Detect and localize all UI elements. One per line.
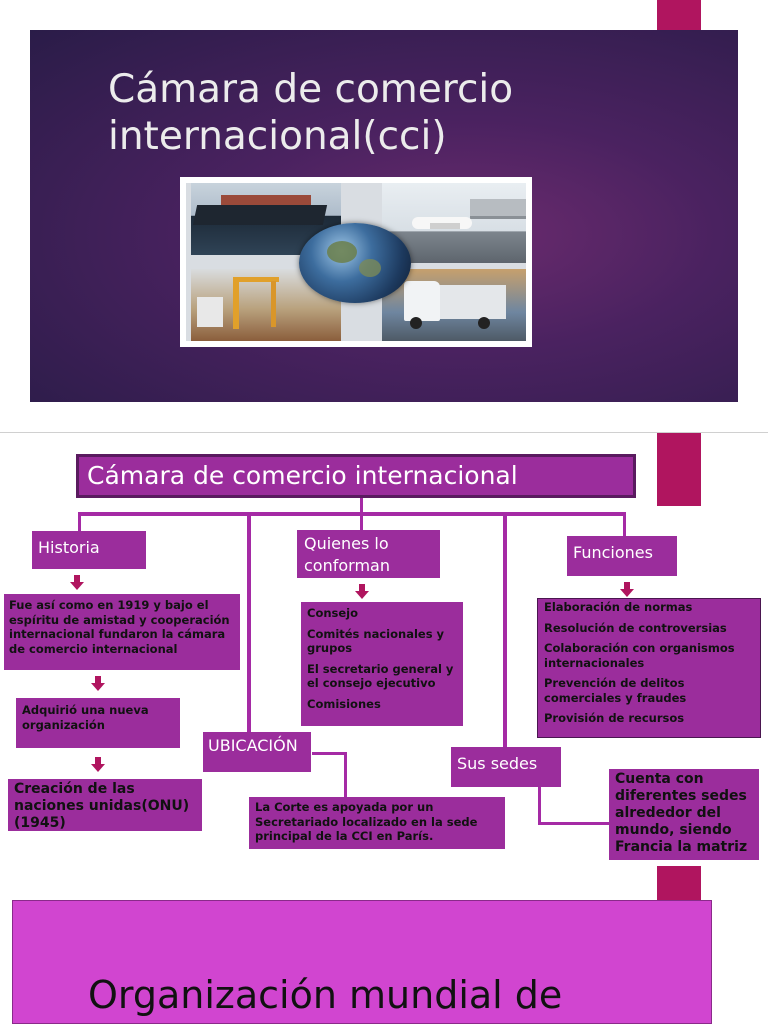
- globe-icon: [299, 223, 411, 303]
- quienes-header: Quienes lo conforman: [297, 530, 440, 578]
- slide-divider: [0, 432, 768, 433]
- funciones-item: Colaboración con organismos internaciona…: [544, 641, 754, 670]
- slide3-accent-bar: [657, 866, 701, 901]
- arrow-down-icon: [355, 584, 369, 600]
- arrow-down-icon: [91, 757, 105, 773]
- slide2-title: Cámara de comercio internacional: [76, 454, 636, 498]
- slide3-title: Organización mundial de: [88, 972, 688, 1018]
- connector-top: [78, 512, 626, 516]
- historia-text-2: Adquirió una nueva organización: [16, 698, 180, 748]
- sedes-header: Sus sedes: [451, 747, 561, 787]
- historia-header: Historia: [32, 531, 146, 569]
- funciones-item: Provisión de recursos: [544, 711, 754, 726]
- connector-quienes: [360, 512, 363, 530]
- arrow-down-icon: [91, 676, 105, 692]
- connector-historia: [78, 512, 81, 532]
- ubicacion-header: UBICACIÓN: [203, 732, 311, 772]
- funciones-item: Resolución de controversias: [544, 621, 754, 636]
- connector-sedes-v: [538, 782, 541, 824]
- funciones-item: Prevención de delitos comerciales y frau…: [544, 676, 754, 705]
- funciones-item: Elaboración de normas: [544, 600, 754, 615]
- arrow-down-icon: [620, 582, 634, 598]
- trade-collage-image: [180, 177, 532, 347]
- connector-ubic-h: [312, 752, 347, 755]
- connector-ubicacion: [247, 512, 251, 736]
- historia-text-3: Creación de las naciones unidas(ONU) (19…: [8, 779, 202, 831]
- slide2-accent-bar: [657, 433, 701, 506]
- historia-text-1: Fue así como en 1919 y bajo el espíritu …: [4, 594, 240, 670]
- quienes-item: El secretario general y el consejo ejecu…: [307, 662, 457, 691]
- quienes-item: Comisiones: [307, 697, 457, 712]
- quienes-list: Consejo Comités nacionales y grupos El s…: [301, 602, 463, 726]
- ubicacion-text: La Corte es apoyada por un Secretariado …: [249, 797, 505, 849]
- quienes-item: Consejo: [307, 606, 457, 621]
- funciones-list: Elaboración de normas Resolución de cont…: [537, 598, 761, 738]
- connector-funciones: [623, 512, 626, 536]
- arrow-down-icon: [70, 575, 84, 591]
- funciones-header: Funciones: [567, 536, 677, 576]
- sedes-text: Cuenta con diferentes sedes alrededor de…: [609, 769, 759, 860]
- connector-sedes-h: [538, 822, 610, 825]
- connector-ubic-v: [344, 752, 347, 798]
- slide1-title: Cámara de comercio internacional(cci): [108, 66, 668, 160]
- quienes-item: Comités nacionales y grupos: [307, 627, 457, 656]
- connector-sedes: [503, 512, 507, 748]
